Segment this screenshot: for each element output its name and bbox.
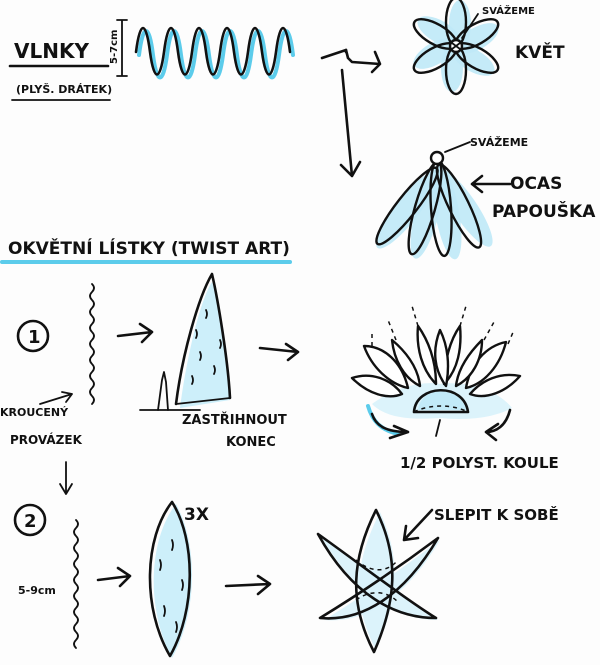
cone-base xyxy=(175,397,231,405)
polyst-koule-label: 1/2 POLYST. KOULE xyxy=(400,454,559,472)
arrow-to-string xyxy=(39,391,73,405)
cone-outline xyxy=(174,272,232,406)
size-bracket xyxy=(116,19,128,77)
size-5-7cm-label: 5-7cm xyxy=(109,30,120,64)
vlnky-section: VLNKY (PLYŠ. DRÁTEK) 5-7cm xyxy=(8,19,382,178)
okvetni-listky-title: OKVĚTNÍ LÍSTKY (TWIST ART) xyxy=(8,237,290,259)
step-2-number: 2 xyxy=(24,511,37,532)
leaf-outline xyxy=(148,500,191,658)
leaf-fill xyxy=(153,504,193,658)
provazek-label: PROVÁZEK xyxy=(10,432,83,447)
small-cone xyxy=(157,371,169,411)
kvet-label: KVĚT xyxy=(515,41,565,63)
step-1-number: 1 xyxy=(28,327,41,348)
step-2: 2 5-9cm 3X SLEPIT K SOBĚ xyxy=(13,500,559,658)
leaf-texture xyxy=(159,539,184,633)
step-2-circle xyxy=(13,503,47,537)
arrow-to-flower xyxy=(344,48,382,74)
step-1: 1 KROUCENÝ PROVÁZEK ZASTŘIHNOUT KONEC xyxy=(0,272,559,495)
six-point-star xyxy=(316,508,440,654)
arrow-to-ocas xyxy=(470,174,512,194)
wavy-wire-shadow xyxy=(137,29,295,80)
arrow-to-flower-shaft xyxy=(320,48,348,60)
kroucenny-label: KROUCENÝ xyxy=(0,406,69,419)
polyst-pointer xyxy=(435,419,441,437)
vlnky-title: VLNKY xyxy=(14,39,89,63)
svazeme-top-pointer xyxy=(461,13,479,39)
cone-texture xyxy=(191,309,222,385)
flower: SVÁŽEME KVĚT xyxy=(412,0,565,96)
slepit-label: SLEPIT K SOBĚ xyxy=(434,505,559,524)
arrow-to-star xyxy=(224,574,272,596)
ocas-label: OCAS xyxy=(510,174,562,194)
curved-arrow-left xyxy=(370,412,410,440)
konec-label: KONEC xyxy=(226,435,276,450)
arrow-to-tail xyxy=(339,68,362,178)
arrow-to-leaf xyxy=(96,566,132,588)
twisted-string-2 xyxy=(73,519,79,649)
plys-dratek-label: (PLYŠ. DRÁTEK) xyxy=(16,83,112,96)
svazeme-tail-label: SVÁŽEME xyxy=(470,136,528,149)
times-3-label: 3X xyxy=(184,505,209,525)
okvetni-listky-header: OKVĚTNÍ LÍSTKY (TWIST ART) xyxy=(0,237,292,264)
step-1-circle xyxy=(16,319,50,353)
wavy-wire xyxy=(134,26,292,76)
parrot-tail: SVÁŽEME OCAS PAPOUŠKA xyxy=(375,136,596,260)
arrow-down-step2 xyxy=(59,461,73,495)
svazeme-tail-pointer xyxy=(444,141,471,153)
papouska-label: PAPOUŠKA xyxy=(492,200,596,222)
lotus xyxy=(350,305,522,419)
arrow-to-lotus xyxy=(258,342,300,362)
size-5-9cm-label: 5-9cm xyxy=(18,584,56,597)
arrow-to-cone xyxy=(116,322,154,344)
svazeme-top-label: SVÁŽEME xyxy=(482,4,535,17)
zastrihnout-label: ZASTŘIHNOUT xyxy=(182,412,287,428)
curved-arrow-right xyxy=(484,408,512,442)
twisted-string-1 xyxy=(89,283,95,405)
arrow-to-star-label xyxy=(402,508,434,542)
